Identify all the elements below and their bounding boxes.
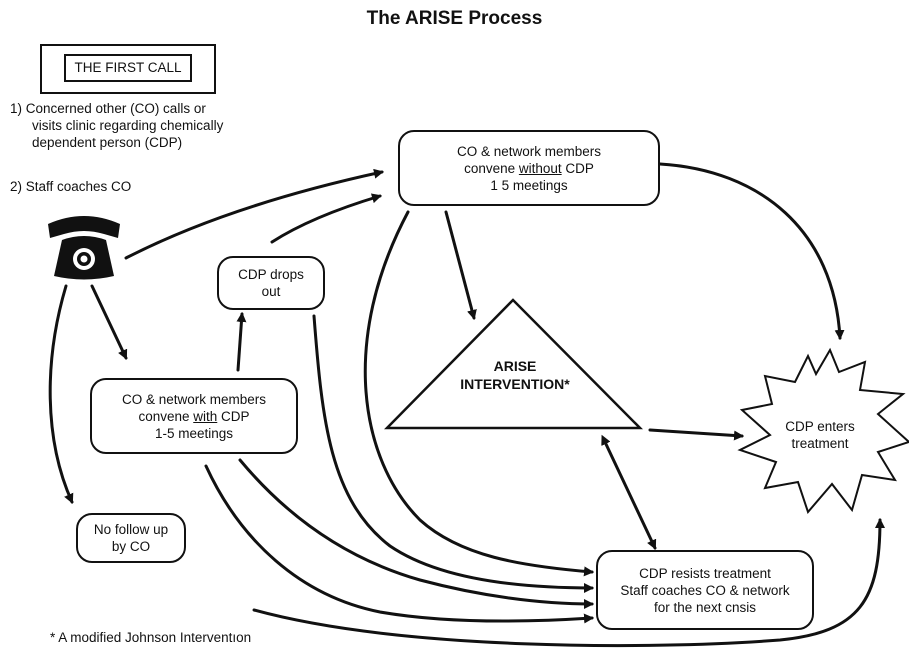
first-call-label: THE FIRST CALL — [64, 54, 192, 82]
convene-with-post: CDP — [217, 408, 250, 424]
convene-with-line-1: CO & network members — [121, 391, 267, 407]
convene-without-post: CDP — [561, 160, 594, 176]
step-2-text: 2) Staff coaches CO — [10, 179, 132, 194]
arrow-dropsout-to-without — [270, 193, 382, 244]
convene-with-pre: convene — [138, 408, 194, 424]
arrow-intervention-to-enters — [648, 428, 744, 441]
footnote: * A modified Johnson Interventıon — [50, 630, 252, 645]
step-1-line-2: visits clinic regarding chemically — [32, 118, 224, 133]
drops-out-line-1: CDP drops — [238, 267, 304, 282]
convene-with-line-2: convene with CDP — [138, 408, 249, 425]
convene-with-line-3: 1-5 meetings — [154, 425, 234, 441]
convene-without-box: CO & network members convene without CDP… — [398, 130, 660, 206]
step-1-line-1: 1) Concerned other (CO) calls or — [10, 101, 206, 116]
arrow-with-to-resists-1 — [238, 458, 594, 609]
arrow-phone-to-nofollow — [48, 284, 74, 504]
no-follow-line-1: No follow up — [93, 522, 169, 537]
arrow-without-to-intervention — [444, 210, 477, 320]
intervention-line-1: ARISE — [493, 358, 537, 374]
enters-line-2: treatment — [791, 436, 849, 451]
intervention-triangle — [384, 298, 644, 430]
arrow-dropsout-to-resists — [312, 314, 594, 593]
convene-without-line-2: convene without CDP — [464, 160, 594, 177]
arrow-loop-to-enters — [252, 518, 885, 648]
resists-line-3: for the next cnsis — [653, 599, 757, 615]
arrow-with-to-resists-2 — [204, 464, 594, 624]
step-1-line-3: dependent person (CDP) — [32, 135, 183, 150]
convene-without-line-1: CO & network members — [456, 143, 602, 159]
diagram-title: The ARISE Process — [366, 8, 543, 29]
enters-treatment-starburst — [737, 347, 909, 514]
convene-with-box: CO & network members convene with CDP 1-… — [90, 378, 298, 454]
arrow-phone-to-without — [124, 168, 384, 260]
intervention-label: ARISE INTERVENTION* — [440, 357, 590, 393]
convene-without-underlined: without — [518, 160, 562, 176]
enters-line-1: CDP enters — [785, 419, 855, 434]
resists-line-1: CDP resists treatment — [639, 565, 771, 581]
arrow-intervention-resists — [601, 434, 657, 550]
first-call-frame — [40, 44, 216, 94]
no-follow-line-2: by CO — [111, 539, 151, 554]
enters-treatment-label: CDP enters treatment — [770, 418, 870, 452]
arrow-without-to-enters — [658, 162, 845, 340]
intervention-line-2: INTERVENTION* — [460, 376, 570, 392]
drops-out-line-2: out — [261, 284, 281, 299]
telephone-icon — [48, 216, 120, 280]
resists-line-2: Staff coaches CO & network — [620, 582, 790, 598]
convene-without-line-3: 1 5 meetings — [490, 177, 568, 193]
arrow-phone-to-with — [90, 284, 128, 360]
arrow-with-to-dropsout — [236, 312, 247, 372]
step-1-text: 1) Concerned other (CO) calls or visits … — [10, 100, 223, 151]
convene-with-underlined: with — [193, 408, 218, 424]
cdp-resists-box: CDP resists treatment Staff coaches CO &… — [596, 550, 814, 630]
convene-without-pre: convene — [464, 160, 519, 176]
arrow-without-to-resists — [363, 210, 594, 577]
cdp-drops-out-box: CDP drops out — [217, 256, 325, 310]
no-follow-up-box: No follow up by CO — [76, 513, 186, 563]
